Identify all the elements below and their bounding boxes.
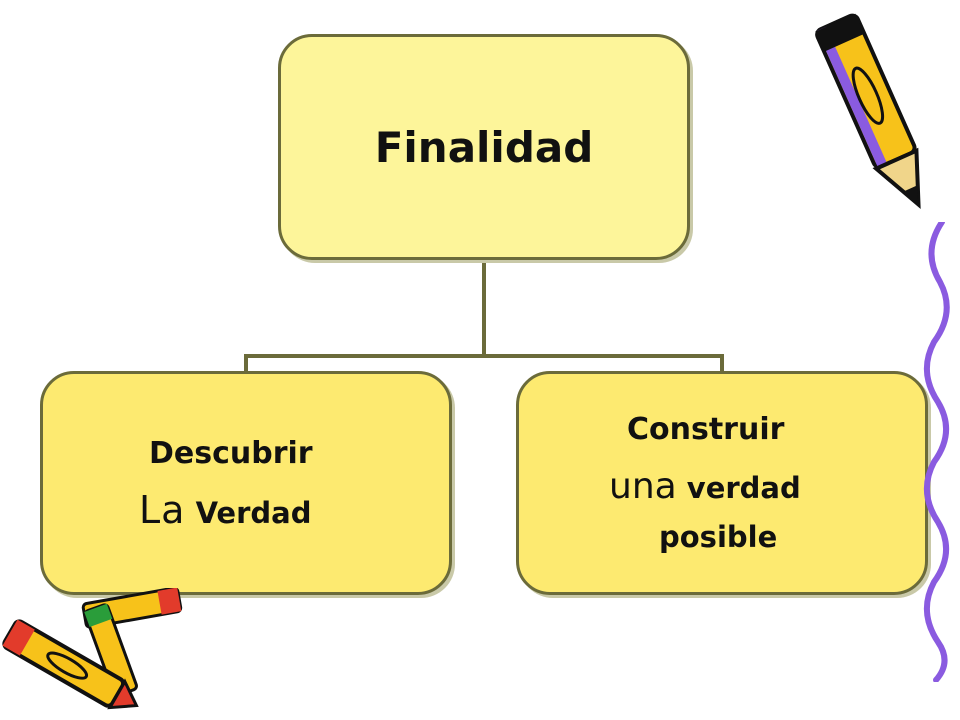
squiggle-border [923,222,950,682]
child-left-line1: Descubrir [149,436,313,471]
child-right-line2-big: una [609,466,677,507]
child-left-line2: La Verdad [139,488,311,532]
child-right-line2: una verdad [609,466,801,507]
root-label: Finalidad [374,122,594,172]
child-left-line2-big: La [139,488,186,532]
child-right-line3: posible [659,520,778,554]
child-right-line2-rest: verdad [676,471,801,505]
crayon-bundle-icon [2,588,183,710]
child-node-construir: Construir una verdad posible [516,371,928,595]
root-node-finalidad: Finalidad [278,34,690,260]
child-right-line1: Construir [627,412,785,447]
child-left-line2-rest: Verdad [185,496,312,530]
pencil-icon [815,13,921,210]
child-node-descubrir: Descubrir La Verdad [40,371,452,595]
